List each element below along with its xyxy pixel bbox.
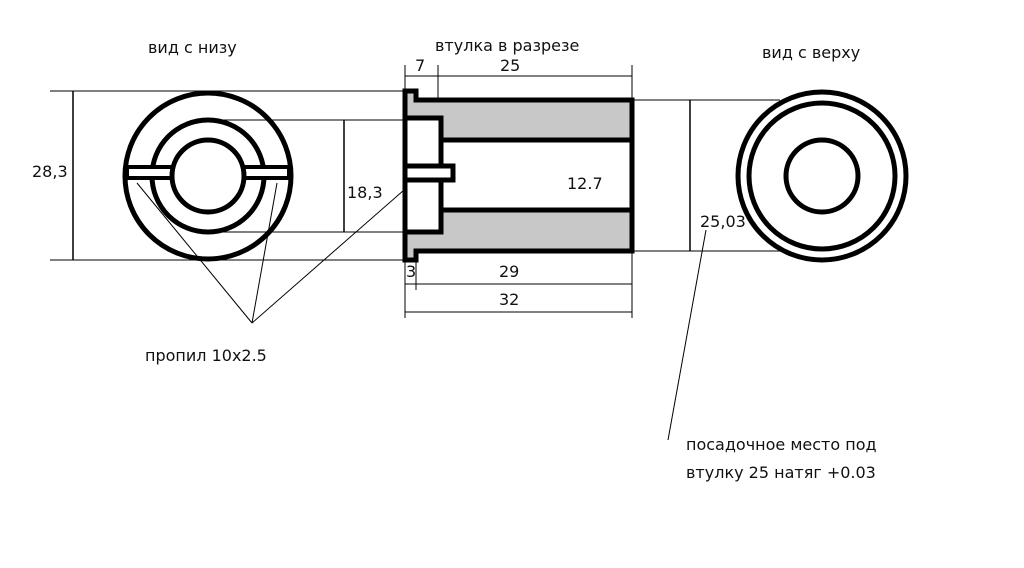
- slot-note: пропил 10x2.5: [145, 346, 267, 365]
- seat-note-line1: посадочное место под: [686, 435, 877, 454]
- dim-outer-flange: 28,3: [32, 162, 68, 181]
- dim-counterbore: 18,3: [347, 183, 383, 202]
- seat-note-line2: втулку 25 натяг +0.03: [686, 463, 876, 482]
- bottom-view: [122, 90, 294, 262]
- section-title: втулка в разрезе: [435, 36, 580, 55]
- dim-seat: 25,03: [700, 212, 746, 231]
- dim-flange-width: 7: [415, 56, 426, 75]
- dim-body-length-top: 25: [500, 56, 521, 75]
- bottom-view-title: вид с низу: [148, 38, 237, 57]
- top-view-title: вид с верху: [762, 43, 861, 62]
- dim-flange-thickness: 3: [406, 262, 417, 281]
- dimension-lines: [50, 65, 780, 441]
- section-view: [402, 88, 635, 263]
- dim-body-length-bottom: 29: [499, 262, 520, 281]
- dim-bore: 12.7: [567, 174, 603, 193]
- top-view: [735, 89, 909, 263]
- dim-total-length: 32: [499, 290, 520, 309]
